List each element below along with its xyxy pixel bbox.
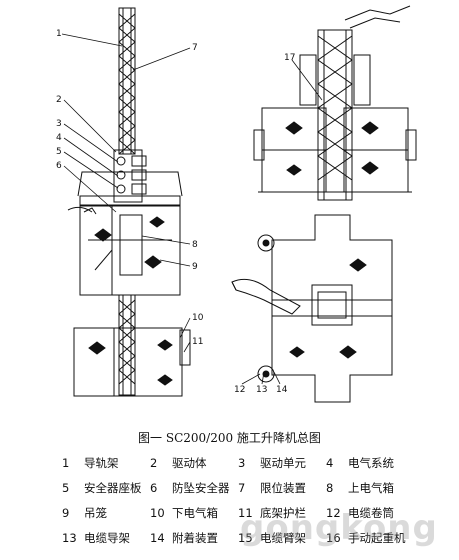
watermark: gongkong [240,508,438,548]
callout-labels: 1 7 2 3 4 5 6 8 9 10 11 17 12 13 14 [56,29,295,395]
callout-12: 12 [234,385,245,395]
callout-11: 11 [192,337,203,347]
elevator-drawing: 1 7 2 3 4 5 6 8 9 10 11 17 12 13 14 [56,5,417,403]
callout-2: 2 [56,95,62,105]
callout-13: 13 [256,385,267,395]
callout-10: 10 [192,313,204,323]
callout-8: 8 [192,240,198,250]
callout-4: 4 [56,133,62,143]
figure-caption: 图一 SC200/200 施工升降机总图 [138,431,321,445]
base-enclosure-left [73,327,191,397]
callout-14: 14 [276,385,288,395]
callout-9: 9 [192,262,198,272]
callout-17: 17 [284,53,295,63]
callout-7: 7 [192,43,198,53]
mast-section-upper [118,7,136,155]
front-view [253,5,417,201]
callout-3: 3 [56,119,62,129]
callout-leaders [61,33,323,385]
cage-left-view [67,171,183,296]
drive-units [113,149,147,203]
callout-6: 6 [56,161,62,171]
plan-view [231,214,393,403]
mast-section-lower [118,294,136,396]
callout-1: 1 [56,29,62,39]
callout-5: 5 [56,147,62,157]
